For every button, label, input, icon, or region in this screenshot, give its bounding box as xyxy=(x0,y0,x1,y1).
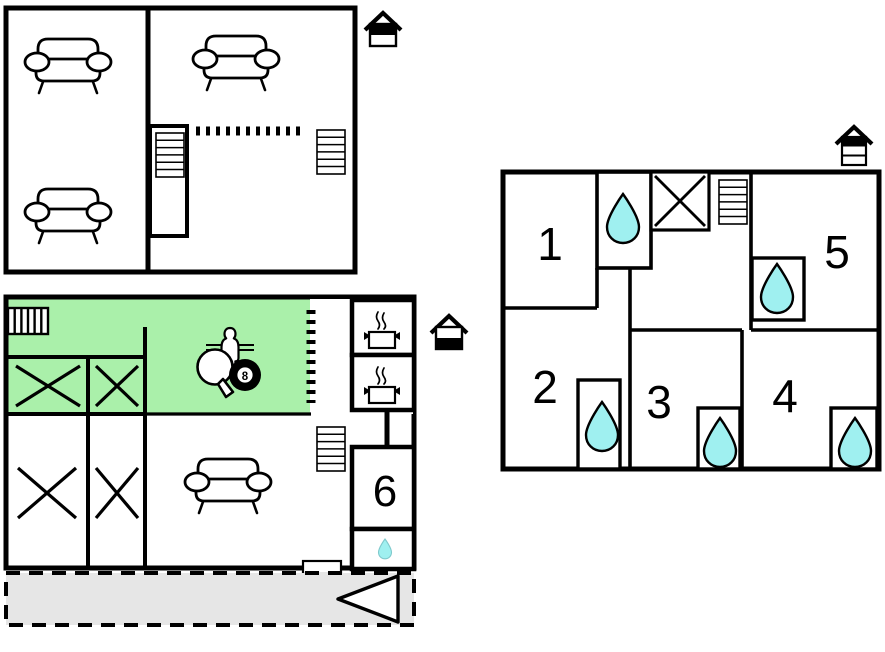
room-number-2: 2 xyxy=(532,361,558,413)
building-upper-left xyxy=(3,5,401,275)
room-number-1: 1 xyxy=(537,218,563,270)
house-top-black-icon xyxy=(365,13,401,46)
stairs-icon xyxy=(316,426,346,472)
room-number-6: 6 xyxy=(373,467,397,516)
crossed-room-icon xyxy=(654,175,706,227)
house-bottom-black-icon xyxy=(431,316,467,349)
radiator-icon xyxy=(6,306,50,336)
building-right: 1 2 3 xyxy=(500,127,882,472)
stairs-icon xyxy=(316,129,346,175)
room-number-5: 5 xyxy=(824,226,850,278)
terrace-area xyxy=(4,571,416,627)
crossed-room-icon xyxy=(94,466,140,520)
crossed-room-icon xyxy=(94,364,140,408)
billiard-8-ball-icon xyxy=(229,359,261,391)
stairs-icon xyxy=(718,179,748,225)
stairs-icon xyxy=(155,132,185,178)
room-number-3: 3 xyxy=(646,376,672,428)
building-middle-left: 6 xyxy=(3,294,467,576)
crossed-room-icon xyxy=(16,466,78,520)
sofa-icon xyxy=(183,457,273,515)
kitchen-upper-room xyxy=(349,297,417,358)
crossed-room-icon xyxy=(15,364,81,408)
room-number-4: 4 xyxy=(772,370,798,422)
bedroom-6-room xyxy=(349,444,417,532)
house-three-band-icon xyxy=(836,127,872,165)
